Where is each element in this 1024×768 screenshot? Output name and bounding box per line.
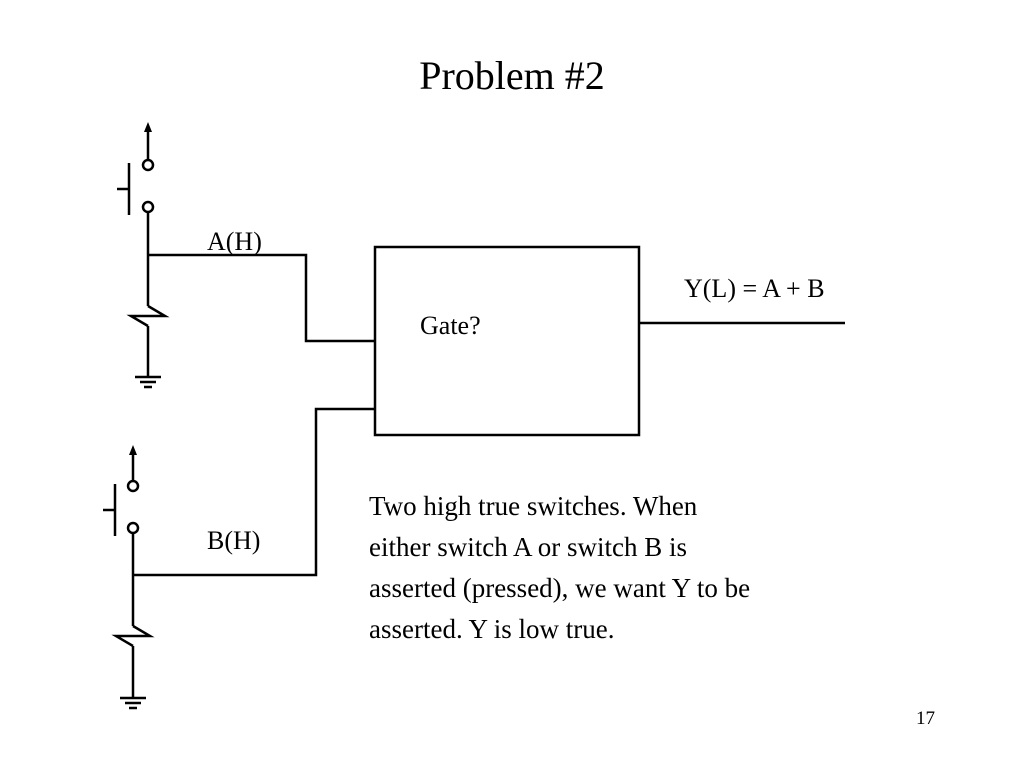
switch-b-contact-bottom: [126, 521, 140, 535]
input-b-label: B(H): [207, 526, 261, 555]
switch-a-contact-top: [141, 158, 155, 172]
gate-box: [373, 245, 641, 437]
output-label: Y(L) = A + B: [684, 274, 825, 303]
vcc-arrow-b-icon: [129, 445, 137, 455]
switch-b-contact-top: [126, 479, 140, 493]
switch-b: [103, 407, 375, 710]
page-number: 17: [916, 708, 935, 729]
resistor-b-icon: [111, 624, 155, 648]
description-line: either switch A or switch B is: [369, 532, 687, 562]
description-line: asserted (pressed), we want Y to be: [369, 573, 751, 603]
wire-b: [133, 407, 375, 577]
input-a-label: A(H): [207, 227, 262, 256]
vcc-arrow-a-icon: [144, 122, 152, 132]
switch-a-contact-bottom: [141, 200, 155, 214]
slide-title: Problem #2: [419, 53, 605, 98]
description-line: asserted. Y is low true.: [369, 614, 615, 644]
gate-label: Gate?: [420, 311, 481, 340]
resistor-a-icon: [126, 304, 170, 328]
wire-a: [148, 253, 375, 343]
problem-description: Two high true switches. When either swit…: [369, 486, 869, 650]
description-line: Two high true switches. When: [369, 491, 698, 521]
switch-a: [117, 122, 375, 389]
